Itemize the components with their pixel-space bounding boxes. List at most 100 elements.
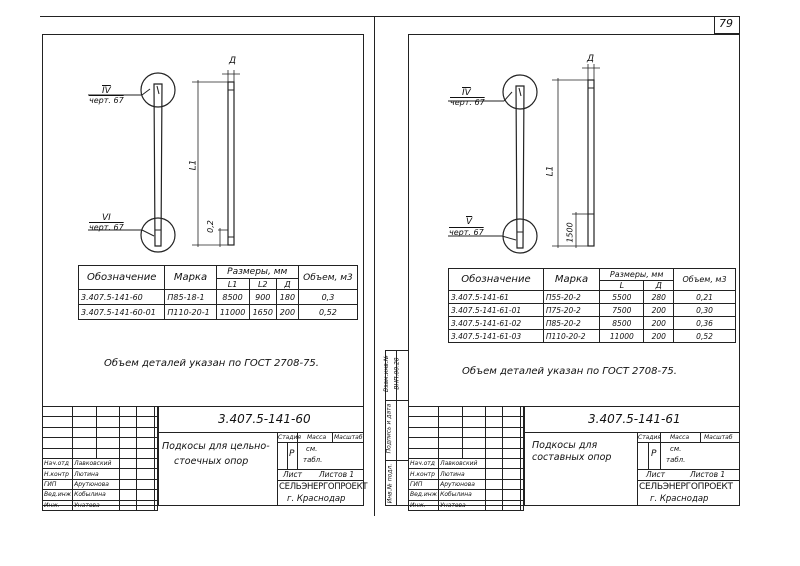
cell-mark: П55-20-2 <box>542 290 601 304</box>
cell-l1: 11000 <box>215 304 250 320</box>
right-col-scale: Масштаб <box>704 434 733 441</box>
th-designation: Обозначение <box>77 265 166 290</box>
cell-volume: 0,3 <box>297 289 359 305</box>
staff-role: ГИП <box>407 478 440 491</box>
cell-l: 5500 <box>599 290 645 304</box>
right-note: Объем деталей указан по ГОСТ 2708-75. <box>462 366 677 377</box>
cell-designation: 3.407.5-141-61 <box>448 290 544 304</box>
left-note: Объем деталей указан по ГОСТ 2708-75. <box>104 358 319 369</box>
cell-l1: 8500 <box>215 289 250 305</box>
cell-designation: 3.407.5-141-60-01 <box>77 304 166 320</box>
cell-mark: П110-20-1 <box>164 304 217 320</box>
right-col-stage: Стадия <box>638 434 662 441</box>
table-row: 3.407.5-141-61-02 П85-20-2 8500 200 0,36 <box>448 316 736 330</box>
cell-l: 7500 <box>599 303 645 317</box>
table-row: 3.407.5-141-60-01 П110-20-1 11000 1650 2… <box>77 304 359 320</box>
cell-d: 180 <box>275 289 299 305</box>
cell-l2: 1650 <box>248 304 277 320</box>
th-d: Д <box>275 278 299 290</box>
cell-designation: 3.407.5-141-60 <box>77 289 166 305</box>
staff-name: Унатова <box>438 499 486 511</box>
right-sheet-box <box>637 469 740 481</box>
right-title-line1: Подкосы для <box>532 440 598 451</box>
cell-d: 200 <box>643 316 675 330</box>
th-volume: Объем, м3 <box>673 268 736 291</box>
left-doc-code: 3.407.5-141-60 <box>218 412 311 426</box>
staff-name: Лавковский <box>72 457 120 470</box>
right-dim-top: Д <box>587 54 595 64</box>
left-sheet-box <box>277 469 364 481</box>
right-doc-code: 3.407.5-141-61 <box>588 412 681 426</box>
left-dim-small: 0,2 <box>205 220 215 233</box>
staff-role: Вед.инж <box>41 489 74 501</box>
th-mark: Марка <box>542 268 601 291</box>
th-l: L <box>599 280 645 291</box>
cell-volume: 0,52 <box>673 329 736 343</box>
th-sizes: Размеры, мм <box>215 265 299 279</box>
th-sizes: Размеры, мм <box>599 268 675 281</box>
left-city: г. Краснодар <box>287 494 346 504</box>
left-col-mass: Масса <box>307 434 327 441</box>
staff-name: Кобылина <box>72 489 120 501</box>
th-d: Д <box>643 280 675 291</box>
cell-designation: 3.407.5-141-61-02 <box>448 316 544 330</box>
cell-l: 11000 <box>599 329 645 343</box>
cell-d: 280 <box>643 290 675 304</box>
staff-name: Арутюнова <box>438 478 486 491</box>
right-dim-length: L1 <box>545 165 556 177</box>
side-inv: Инв.№ подл. <box>386 463 394 504</box>
th-mark: Марка <box>164 265 217 290</box>
th-l1: L1 <box>215 278 250 290</box>
cell-designation: 3.407.5-141-61-03 <box>448 329 544 343</box>
left-title-line2: стоечных опор <box>174 456 249 467</box>
staff-role: Н.контр <box>407 468 440 480</box>
cell-d: 200 <box>275 304 299 320</box>
right-mass-line1: см. <box>670 445 682 453</box>
right-dim-small: 1500 <box>565 222 575 243</box>
table-row: 3.407.5-141-61 П55-20-2 5500 280 0,21 <box>448 290 736 304</box>
staff-role: Инж. <box>407 499 440 511</box>
left-callout-bottom-roman: VI <box>102 213 111 223</box>
page-number: 79 <box>719 17 733 30</box>
th-l2: L2 <box>248 278 277 290</box>
right-sheets-label: Листов 1 <box>690 470 726 479</box>
side-inv-orig: Взам.инв.№ <box>382 355 390 392</box>
staff-role: Нач.отд <box>407 457 440 470</box>
right-callout-top-ref: черт. 67 <box>450 98 485 107</box>
staff-name: Унатова <box>72 499 120 511</box>
right-spec-table: Обозначение Марка Размеры, мм Объем, м3 … <box>448 268 736 343</box>
left-sheet-label: Лист <box>283 470 303 479</box>
right-mass-line2: табл. <box>666 456 686 464</box>
staff-name: Лютина <box>438 468 486 480</box>
left-spec-table: Обозначение Марка Размеры, мм Объем, м3 … <box>77 265 359 320</box>
left-dim-top: Д <box>229 56 237 66</box>
table-row: 3.407.5-141-61-01 П75-20-2 7500 200 0,30 <box>448 303 736 317</box>
left-callout-top-ref: черт. 67 <box>89 96 124 105</box>
staff-name: Кобылина <box>438 489 486 501</box>
left-sheets-label: Листов 1 <box>319 470 355 479</box>
side-sign: Подпись и дата <box>385 403 393 454</box>
cell-volume: 0,36 <box>673 316 736 330</box>
right-drawing <box>448 64 600 254</box>
page-number-box: 79 <box>714 16 740 34</box>
table-row: 3.407.5-141-60 П85-18-1 8500 900 180 0,3 <box>77 289 359 305</box>
right-org: СЕЛЬЭНЕРГОПРОЕКТ <box>639 482 733 492</box>
cell-volume: 0,52 <box>297 304 359 320</box>
right-sheet-label: Лист <box>646 470 666 479</box>
cell-mark: П75-20-2 <box>542 303 601 317</box>
staff-role: Вед.инж <box>407 489 440 501</box>
right-title-line2: составных опор <box>532 452 612 463</box>
th-volume: Объем, м3 <box>297 265 359 290</box>
cell-l: 8500 <box>599 316 645 330</box>
right-callout-bottom-ref: черт. 67 <box>449 228 484 237</box>
left-title-line1: Подкосы для цельно- <box>162 441 270 452</box>
cell-d: 200 <box>643 303 675 317</box>
staff-name: Лютина <box>72 468 120 480</box>
cell-l2: 900 <box>248 289 277 305</box>
right-stage-value: Р <box>651 449 657 459</box>
table-row: 3.407.5-141-61-03 П110-20-2 11000 200 0,… <box>448 329 736 343</box>
staff-role: Инж. <box>41 499 74 511</box>
staff-role: ГИП <box>41 478 74 491</box>
